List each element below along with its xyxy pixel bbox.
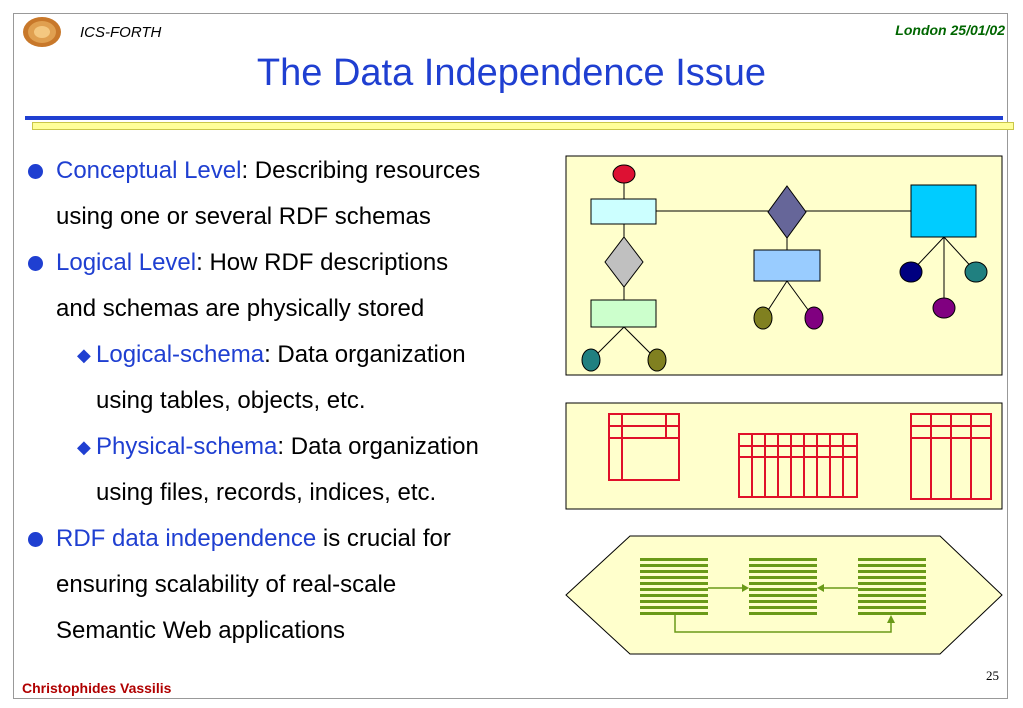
author-name: Christophides Vassilis — [22, 680, 172, 696]
bullet-text: using one or several RDF schemas — [56, 203, 431, 230]
bullet-dot-icon — [28, 164, 43, 179]
bullet-text: using files, records, indices, etc. — [96, 479, 437, 506]
bullet-highlight: Logical-schema — [96, 341, 265, 368]
bullet-list: Conceptual Level: Describing resources u… — [28, 148, 588, 654]
bullet-independence: RDF data independence is crucial for ens… — [28, 516, 588, 654]
slide-date: London 25/01/02 — [895, 22, 1005, 38]
bullet-highlight: Physical-schema — [96, 433, 278, 460]
bullet-text: : Describing resources — [241, 157, 481, 184]
bullet-text: Semantic Web applications — [56, 617, 346, 644]
bullet-highlight: Conceptual Level — [56, 157, 242, 184]
physical-diagram — [565, 535, 1003, 655]
title-rule — [25, 116, 1003, 120]
sub-bullet-logical-schema: ◆ Logical-schema: Data organization usin… — [28, 332, 588, 424]
bullet-text: ensuring scalability of real-scale — [56, 571, 397, 598]
bullet-conceptual: Conceptual Level: Describing resources u… — [28, 148, 588, 240]
bullet-text: : How RDF descriptions — [196, 249, 449, 276]
page-number: 25 — [986, 668, 999, 683]
diamond-bullet-icon: ◆ — [77, 345, 91, 365]
bullet-text: is crucial for — [316, 525, 451, 552]
diamond-bullet-icon: ◆ — [77, 437, 91, 457]
sub-bullet-physical-schema: ◆ Physical-schema: Data organization usi… — [28, 424, 588, 516]
slide-frame — [13, 13, 1008, 699]
logical-diagram — [565, 402, 1003, 510]
bullet-highlight: Logical Level — [56, 249, 197, 276]
bullet-text: : Data organization — [264, 341, 466, 368]
bullet-logical: Logical Level: How RDF descriptions and … — [28, 240, 588, 332]
bullet-dot-icon — [28, 532, 43, 547]
bullet-dot-icon — [28, 256, 43, 271]
page-title: The Data Independence Issue — [256, 52, 767, 94]
org-name: ICS-FORTH — [80, 24, 162, 41]
bullet-text: : Data organization — [277, 433, 479, 460]
bullet-highlight: RDF data independence — [56, 525, 317, 552]
logo-icon — [23, 17, 61, 47]
title-rule-yellow — [32, 122, 1014, 130]
bullet-text: and schemas are physically stored — [56, 295, 425, 322]
conceptual-diagram — [565, 155, 1003, 376]
bullet-text: using tables, objects, etc. — [96, 387, 366, 414]
